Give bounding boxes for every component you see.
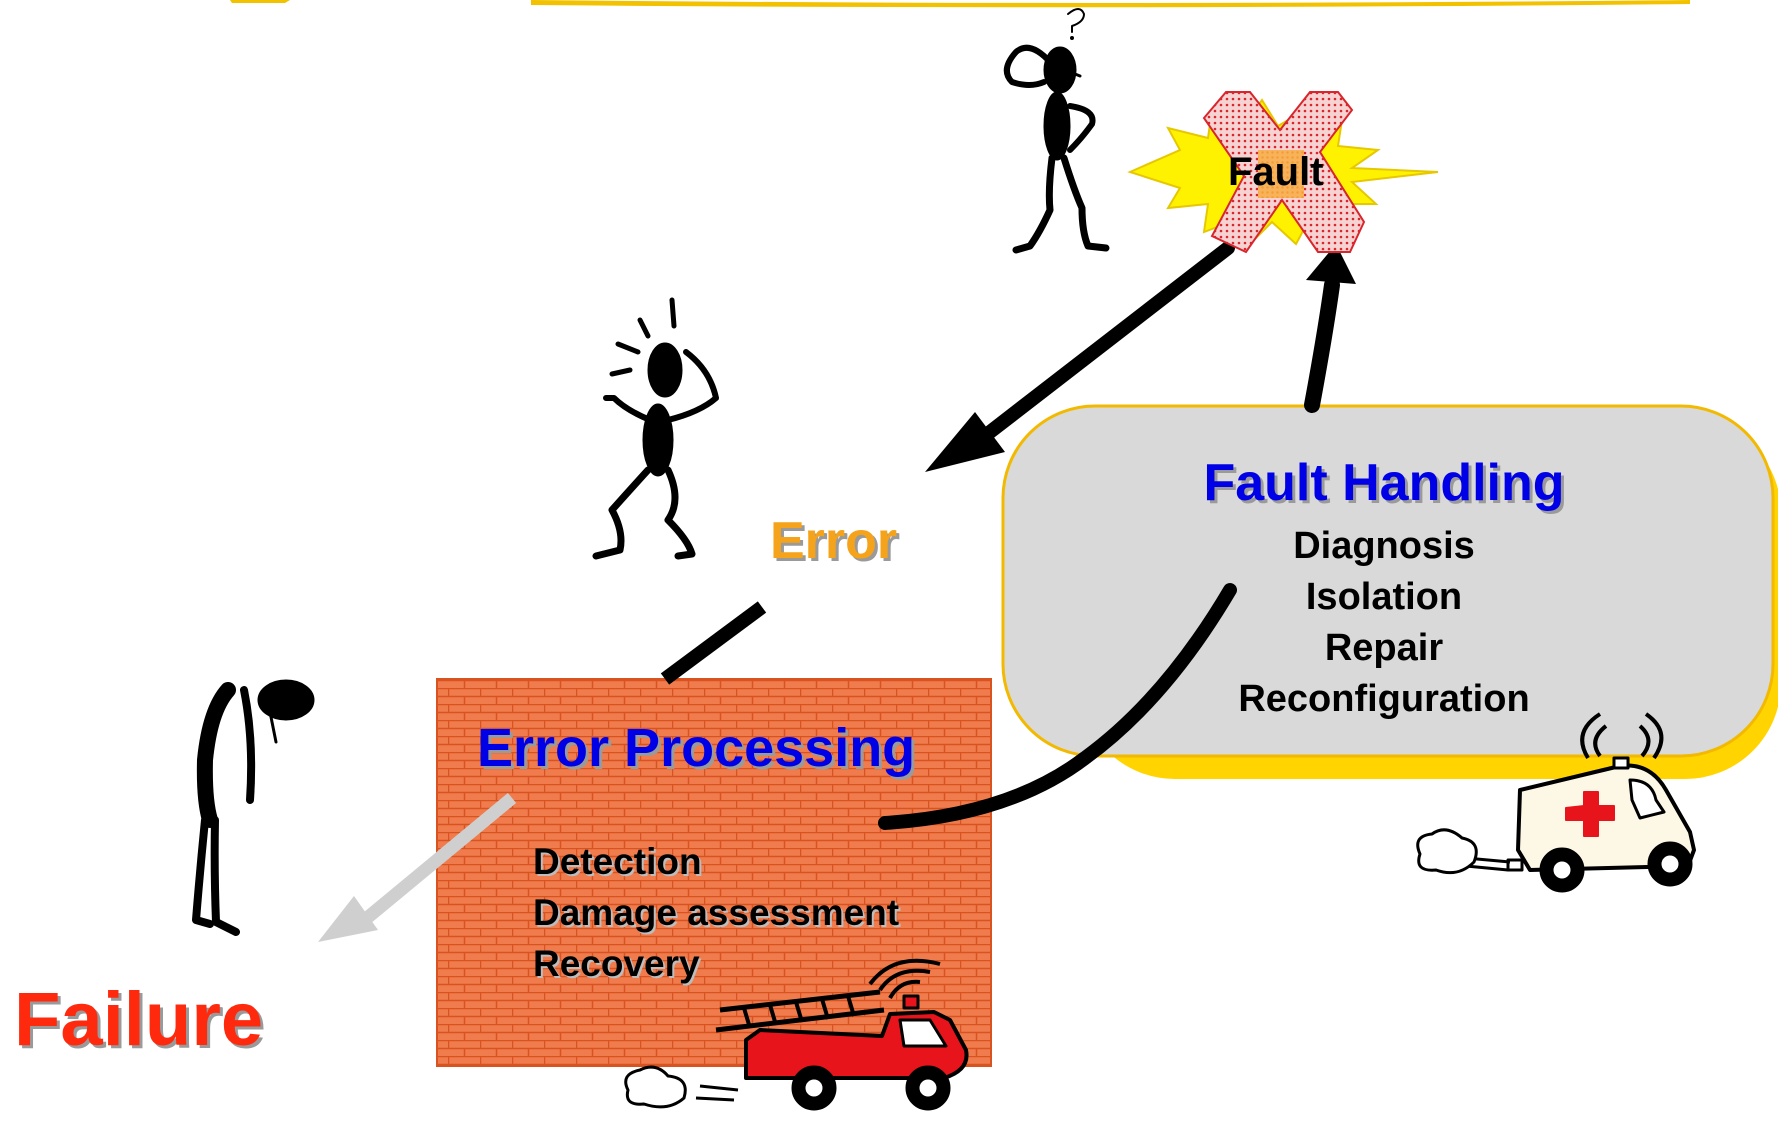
fault-handling-title: Fault Handling	[1203, 454, 1565, 512]
fault-handling-item-repair: Repair	[1324, 627, 1444, 669]
error-label: Error	[770, 512, 898, 570]
ambulance-icon	[1416, 712, 1696, 893]
processing-to-failure-arrow	[318, 792, 517, 942]
error-processing-list: Detection Damage assessment Recovery	[533, 836, 899, 989]
fault-handling-item-isolation: Isolation	[1305, 576, 1463, 618]
failure-label: Failure	[14, 977, 264, 1062]
error-processing-item-damage-assessment: Damage assessment	[533, 892, 900, 933]
fault-handling-item-diagnosis: Diagnosis	[1293, 525, 1475, 567]
fire-truck-icon	[624, 958, 969, 1111]
error-processing-title: Error Processing	[477, 718, 916, 778]
frustrated-person-icon	[592, 297, 719, 560]
cross-out-icon	[1202, 91, 1366, 254]
sad-person-icon	[192, 679, 315, 936]
fault-handling-item-reconfiguration: Reconfiguration	[1238, 678, 1530, 720]
fault-to-error-arrow	[925, 241, 1235, 472]
top-bar-decoration	[230, 0, 1690, 8]
error-processing-wall	[436, 678, 992, 1067]
error-to-processing-line	[660, 601, 767, 685]
error-processing-item-detection: Detection	[533, 841, 702, 882]
confused-person-icon	[1003, 8, 1110, 254]
fault-handling-list: Diagnosis Isolation Repair Reconfigurati…	[1183, 521, 1585, 725]
fault-label: Fault	[1228, 150, 1324, 194]
fault-handling-to-fault-arrow	[1304, 244, 1356, 413]
error-processing-item-recovery: Recovery	[533, 943, 700, 984]
processing-to-fault-handling-link	[878, 583, 1237, 830]
fault-handling-panel	[1001, 404, 1778, 779]
